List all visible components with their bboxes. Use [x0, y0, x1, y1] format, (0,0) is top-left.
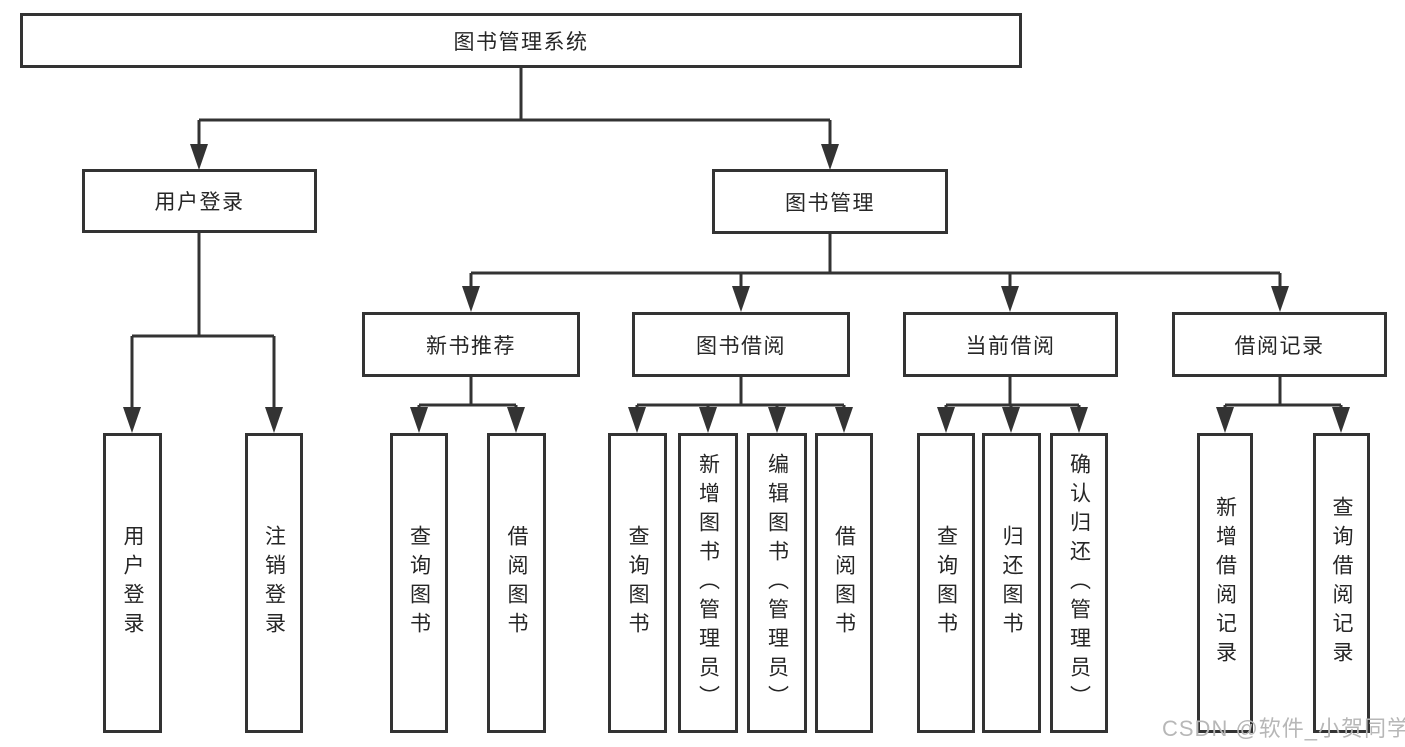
node-leaf-query-borrow-record: 查询借阅记录: [1313, 433, 1370, 733]
node-current-borrow: 当前借阅: [903, 312, 1118, 377]
node-label: 当前借阅: [965, 334, 1056, 358]
node-book-management: 图书管理: [712, 169, 948, 234]
node-label: 图书管理系统: [453, 30, 589, 54]
node-leaf-borrow-books-2: 借阅图书: [815, 433, 873, 733]
node-borrow-records: 借阅记录: [1172, 312, 1387, 377]
node-book-borrow: 图书借阅: [632, 312, 850, 377]
node-label: 新增图书（管理员）: [696, 452, 720, 714]
node-label: 注销登录: [262, 525, 286, 641]
node-leaf-add-borrow-record: 新增借阅记录: [1197, 433, 1253, 733]
node-leaf-query-books-2: 查询图书: [608, 433, 667, 733]
node-label: 借阅记录: [1234, 334, 1325, 358]
node-leaf-borrow-books-1: 借阅图书: [487, 433, 546, 733]
node-leaf-confirm-return-admin: 确认归还（管理员）: [1050, 433, 1108, 733]
node-label: 查询图书: [934, 525, 958, 641]
node-leaf-add-books-admin: 新增图书（管理员）: [678, 433, 738, 733]
node-user-login: 用户登录: [82, 169, 317, 233]
node-label: 图书管理: [785, 191, 875, 215]
node-label: 用户登录: [121, 525, 144, 641]
node-new-book-recommend: 新书推荐: [362, 312, 580, 377]
node-leaf-return-books: 归还图书: [982, 433, 1041, 733]
node-leaf-query-books-1: 查询图书: [390, 433, 448, 733]
node-leaf-user-login: 用户登录: [103, 433, 162, 733]
node-label: 查询图书: [626, 525, 649, 641]
node-library-system: 图书管理系统: [20, 13, 1022, 68]
node-label: 查询图书: [407, 525, 431, 641]
node-leaf-edit-books-admin: 编辑图书（管理员）: [747, 433, 807, 733]
watermark-text: CSDN @软件_小贺同学: [1162, 716, 1405, 741]
node-label: 图书借阅: [696, 334, 786, 358]
node-label: 查询借阅记录: [1330, 496, 1353, 670]
node-label: 借阅图书: [505, 525, 528, 641]
node-label: 用户登录: [154, 191, 245, 214]
node-leaf-query-books-3: 查询图书: [917, 433, 975, 733]
node-label: 确认归还（管理员）: [1067, 452, 1091, 714]
node-leaf-logout: 注销登录: [245, 433, 303, 733]
node-label: 借阅图书: [832, 525, 856, 641]
node-label: 新书推荐: [426, 334, 516, 358]
node-label: 归还图书: [1000, 525, 1023, 641]
node-label: 新增借阅记录: [1213, 496, 1237, 670]
node-label: 编辑图书（管理员）: [765, 452, 789, 714]
